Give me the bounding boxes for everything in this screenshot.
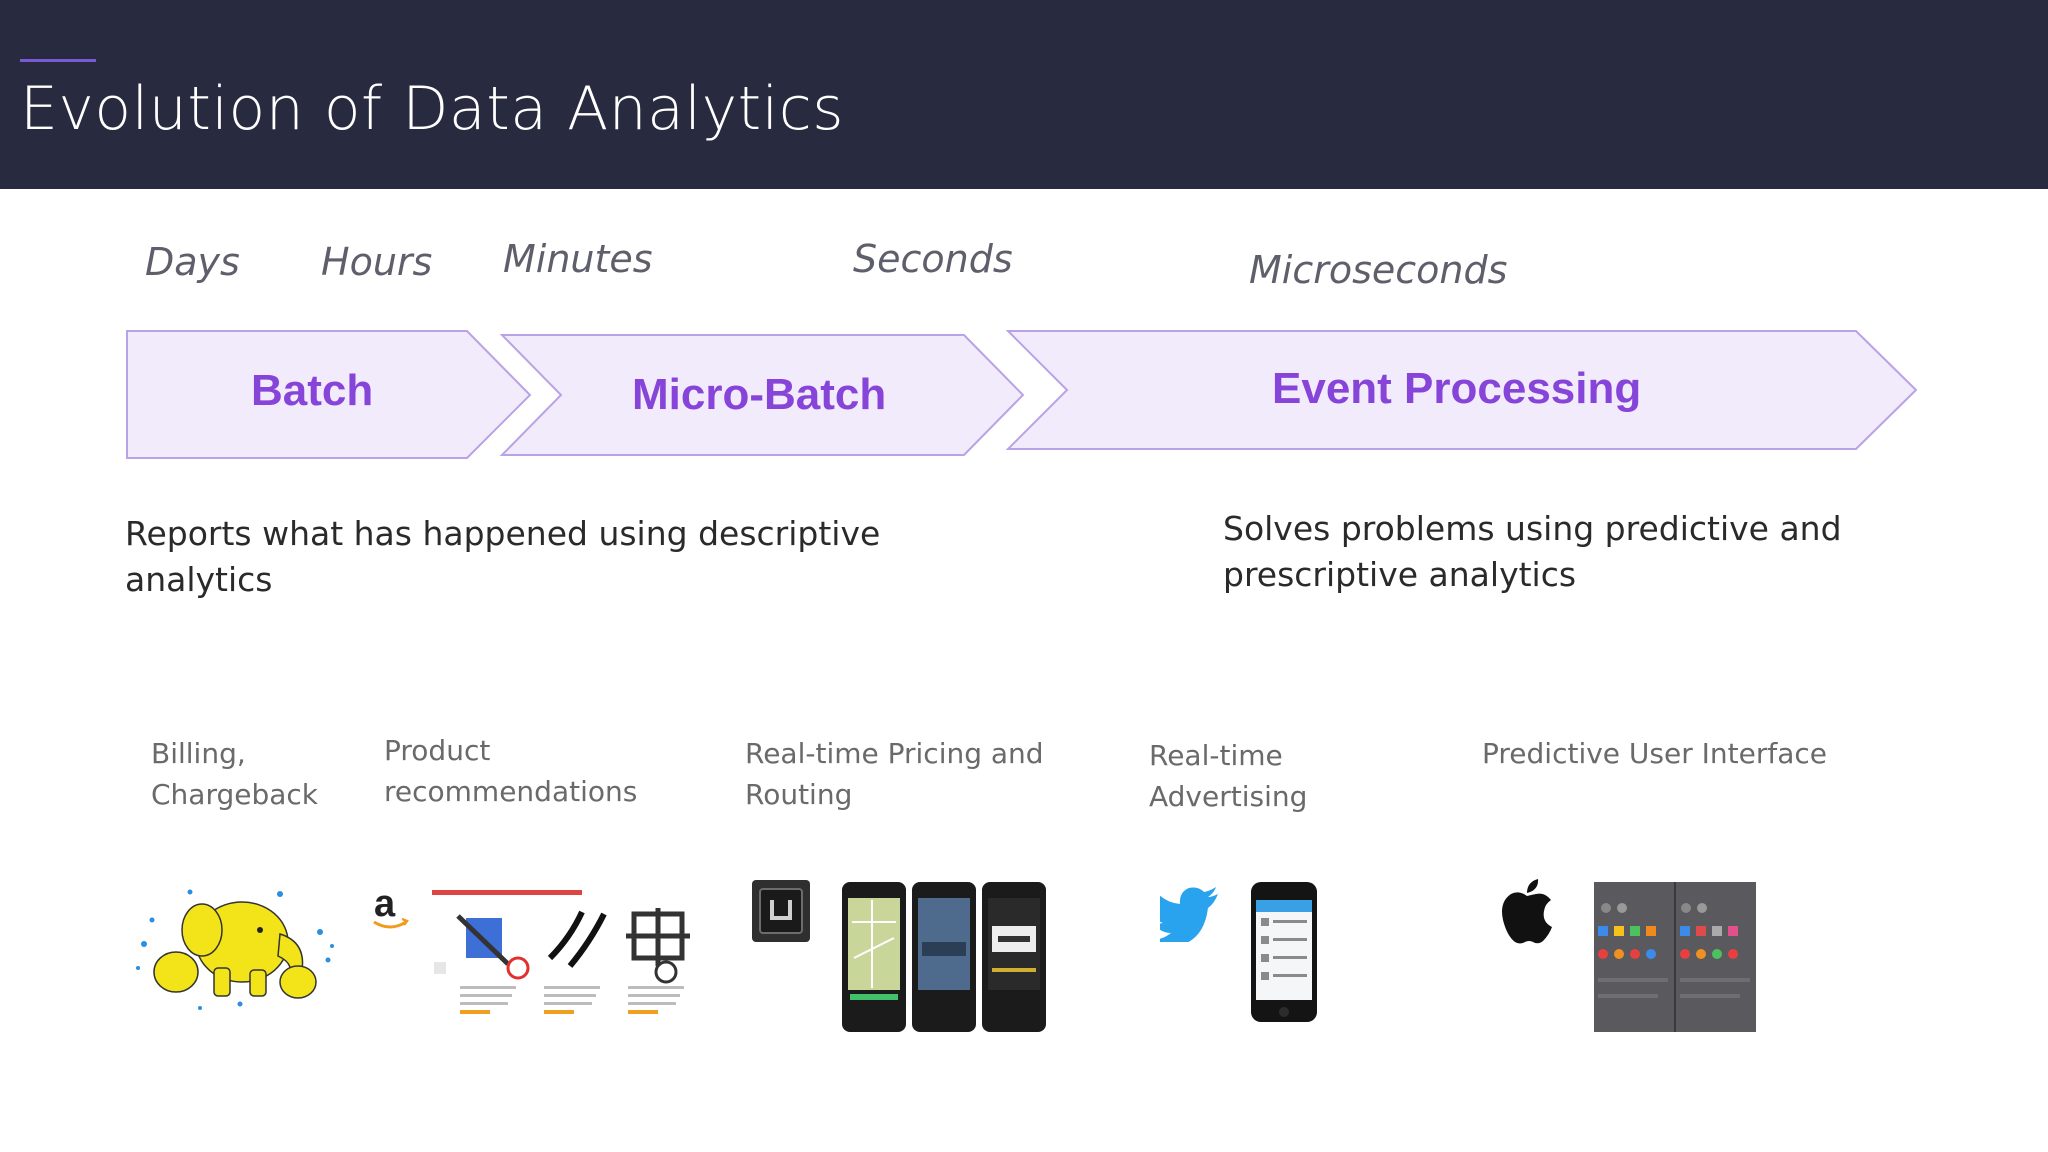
svg-text:a: a <box>374 886 396 925</box>
twitter-bird-logo <box>1160 887 1218 942</box>
description-descriptive: Reports what has happened using descript… <box>125 511 880 603</box>
usecase-advertising: Real-time Advertising <box>1149 735 1307 817</box>
usecase-predictive-ui: Predictive User Interface <box>1482 733 1827 774</box>
slide-title: Evolution of Data Analytics <box>20 74 845 144</box>
time-seconds: Seconds <box>853 237 1013 281</box>
description-predictive: Solves problems using predictive and pre… <box>1223 506 1842 598</box>
usecase-billing: Billing, Chargeback <box>151 733 318 815</box>
product-recommendation-thumbnails <box>430 888 700 1026</box>
predictive-ui-screenshot <box>1594 882 1756 1032</box>
usecase-line: Routing <box>745 778 853 811</box>
time-microseconds: Microseconds <box>1249 248 1508 292</box>
description-line: analytics <box>125 560 273 599</box>
usecase-pricing-routing: Real-time Pricing and Routing <box>745 733 1044 815</box>
amazon-logo: a <box>373 886 409 929</box>
usecase-line: Product <box>384 734 491 767</box>
uber-app-phone-screens <box>842 882 1046 1032</box>
accent-rule <box>20 59 96 62</box>
description-line: Solves problems using predictive and <box>1223 509 1842 548</box>
time-minutes: Minutes <box>503 237 653 281</box>
twitter-app-phone <box>1251 882 1317 1022</box>
description-line: Reports what has happened using descript… <box>125 514 881 553</box>
description-line: prescriptive analytics <box>1223 555 1577 594</box>
stage-micro-batch-label: Micro-Batch <box>632 370 887 419</box>
usecase-product-recommendations: Product recommendations <box>384 730 637 812</box>
usecase-line: Billing, <box>151 737 246 770</box>
chevron-event-processing <box>1005 330 1918 450</box>
usecase-line: Chargeback <box>151 778 319 811</box>
time-days: Days <box>145 240 240 284</box>
usecase-line: recommendations <box>384 775 638 808</box>
usecase-line: Real-time Pricing and <box>745 737 1044 770</box>
uber-logo <box>752 880 810 942</box>
stage-event-processing-label: Event Processing <box>1272 364 1642 413</box>
chevron-batch <box>126 330 532 459</box>
hadoop-elephant-logo <box>136 889 334 1010</box>
usecase-line: Advertising <box>1149 780 1308 813</box>
time-hours: Hours <box>321 240 433 284</box>
chevron-micro-batch <box>499 334 1025 456</box>
stage-batch-label: Batch <box>251 366 374 415</box>
title-bar: Evolution of Data Analytics <box>0 0 2048 189</box>
apple-logo <box>1502 879 1552 944</box>
usecase-line: Predictive User Interface <box>1482 737 1827 770</box>
usecase-line: Real-time <box>1149 739 1283 772</box>
